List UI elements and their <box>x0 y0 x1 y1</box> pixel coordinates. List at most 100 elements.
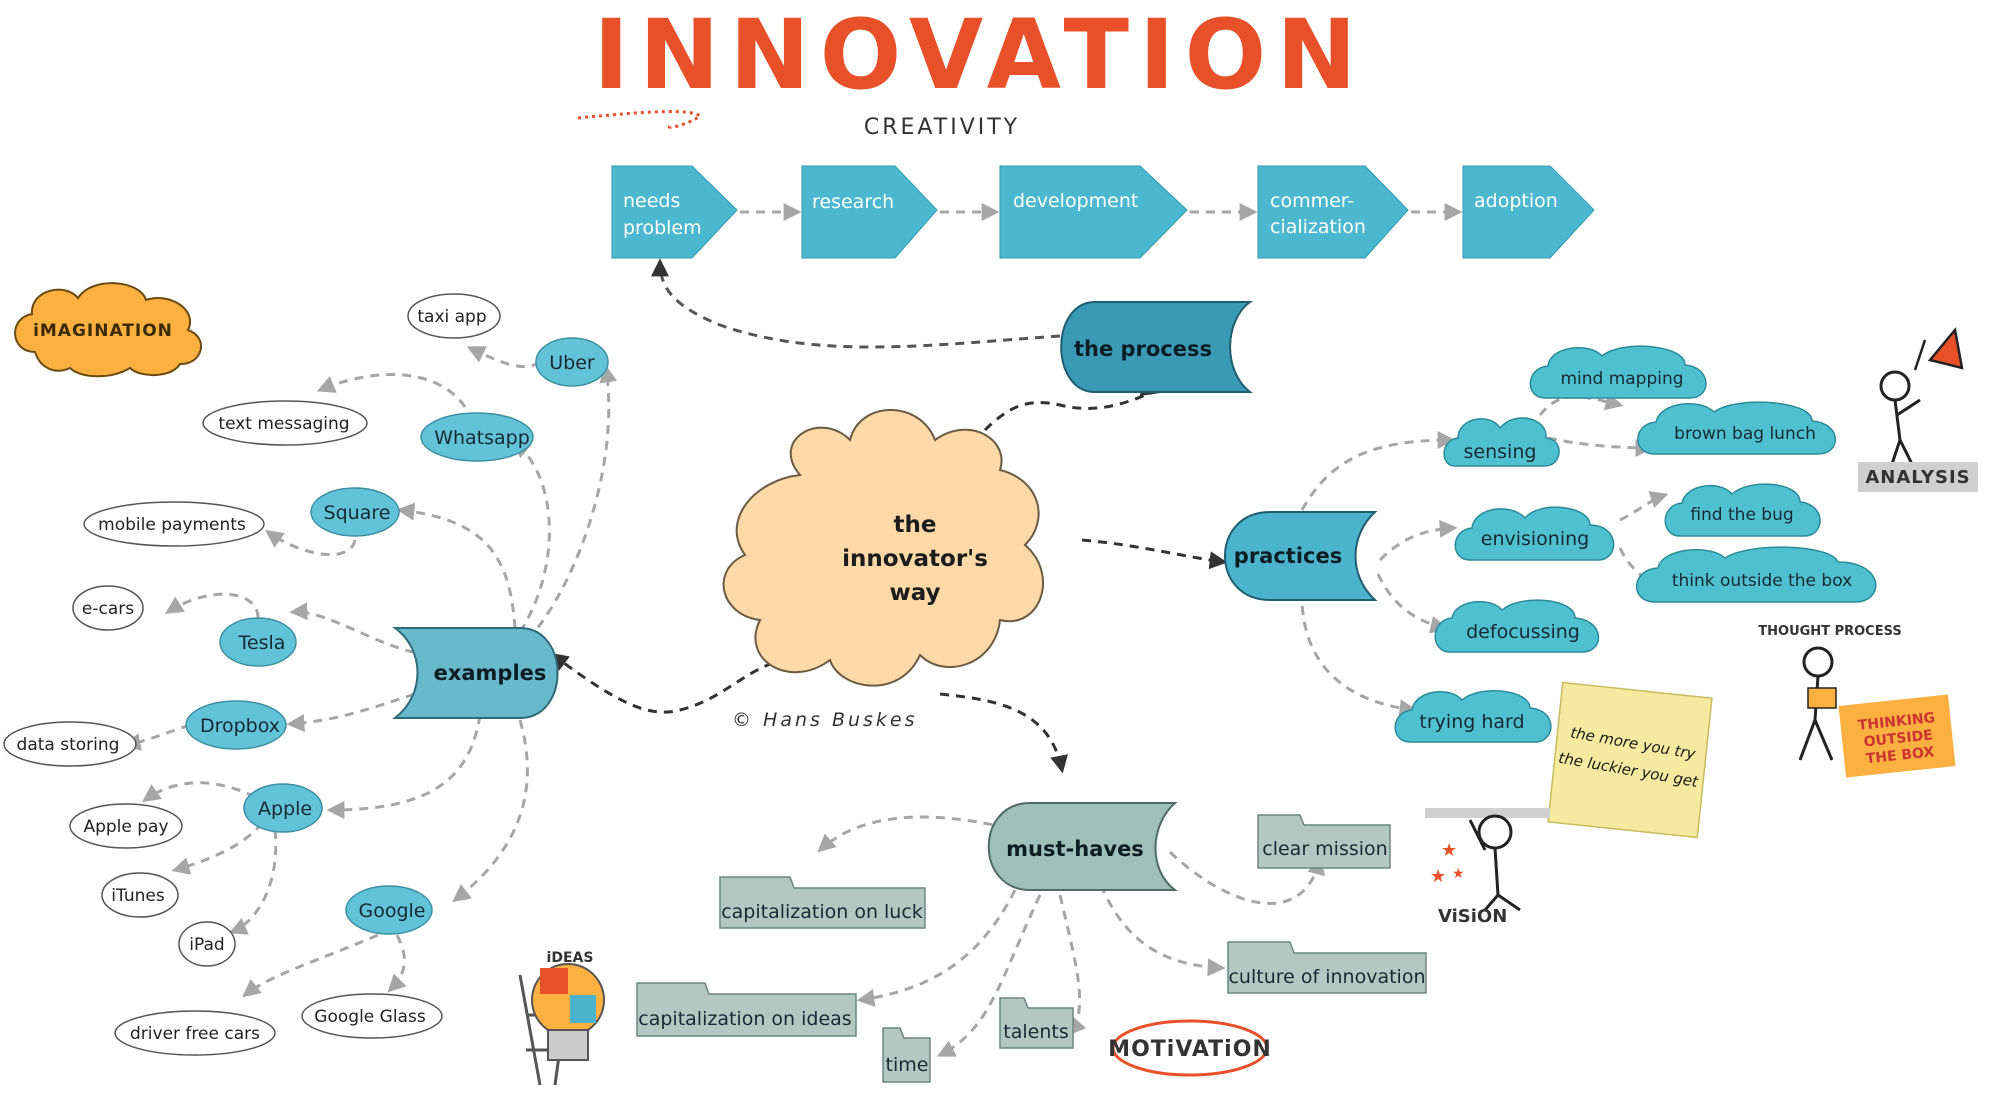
svg-text:commer-: commer- <box>1270 190 1354 212</box>
practice-find-the-bug[interactable]: find the bug <box>1664 483 1821 537</box>
leaf-mobile-payments[interactable]: mobile payments <box>83 501 265 547</box>
hub-label: the process <box>1074 337 1212 361</box>
musthave-label: clear mission <box>1262 838 1387 860</box>
example-tesla[interactable]: Tesla <box>219 617 297 667</box>
leaf-google-glass[interactable]: Google Glass <box>301 993 443 1039</box>
subtitle-creativity: CREATIVITY <box>864 115 1020 140</box>
example-label: Apple <box>258 798 312 820</box>
svg-text:★: ★ <box>1441 840 1457 861</box>
musthave-capitalization-on-ideas[interactable]: capitalization on ideas <box>636 982 857 1037</box>
example-bubbles: Uber Whatsapp Square Tesla Dropbox Apple… <box>185 337 609 935</box>
musthave-label: time <box>886 1054 929 1076</box>
imagination-label: iMAGINATION <box>33 321 173 341</box>
svg-text:THE BOX: THE BOX <box>1865 744 1935 767</box>
musthave-label: capitalization on luck <box>721 901 923 923</box>
ideas-figure: iDEAS <box>518 950 605 1086</box>
practice-clouds: sensing envisioning defocussing trying h… <box>1394 345 1877 743</box>
practice-mind-mapping[interactable]: mind mapping <box>1529 345 1707 399</box>
step-label: commer- <box>1270 190 1354 212</box>
example-square[interactable]: Square <box>310 487 400 537</box>
example-google[interactable]: Google <box>345 885 433 935</box>
leaf-data-storing[interactable]: data storing <box>3 721 137 767</box>
vision-figure: ★ ★ ★ ViSiON <box>1425 808 1550 927</box>
example-uber[interactable]: Uber <box>535 337 609 387</box>
ideas-label: iDEAS <box>547 950 594 966</box>
step-label: problem <box>623 217 702 239</box>
leaf-e-cars[interactable]: e-cars <box>72 585 144 631</box>
page-title: INNOVATION <box>593 0 1366 111</box>
practice-brown-bag-lunch[interactable]: brown bag lunch <box>1637 401 1836 455</box>
leaf-label: e-cars <box>82 599 134 619</box>
leaf-label: Google Glass <box>314 1007 426 1027</box>
hub-the-process[interactable]: the process <box>1060 301 1254 393</box>
leaf-apple-pay[interactable]: Apple pay <box>69 803 183 849</box>
title-underline <box>577 110 703 129</box>
example-label: Whatsapp <box>434 427 530 449</box>
leaf-label: mobile payments <box>98 515 246 535</box>
imagination-cloud: iMAGINATION <box>14 282 202 378</box>
example-label: Dropbox <box>200 715 280 737</box>
process-step-needs-problem[interactable]: needs problem <box>611 165 738 259</box>
leaf-label: text messaging <box>218 414 349 434</box>
leaf-driver-free-cars[interactable]: driver free cars <box>114 1010 276 1056</box>
example-whatsapp[interactable]: Whatsapp <box>420 412 534 462</box>
musthave-clear-mission[interactable]: clear mission <box>1257 814 1391 869</box>
thought-process-label: THOUGHT PROCESS <box>1758 624 1901 639</box>
svg-text:needs: needs <box>623 190 680 212</box>
musthave-talents[interactable]: talents <box>999 997 1074 1049</box>
hub-must-haves[interactable]: must-haves <box>987 802 1179 891</box>
process-step-adoption[interactable]: adoption <box>1462 165 1595 259</box>
step-label: research <box>812 191 894 213</box>
example-label: Google <box>358 900 425 922</box>
svg-text:problem: problem <box>623 217 702 239</box>
practice-think-outside-the-box[interactable]: think outside the box <box>1635 546 1877 603</box>
leaf-label: iTunes <box>111 886 165 906</box>
example-leaves: taxi app text messaging mobile payments … <box>3 293 501 1056</box>
leaf-label: data storing <box>17 735 120 755</box>
example-label: Uber <box>549 352 595 374</box>
practice-sensing[interactable]: sensing <box>1443 417 1560 467</box>
leaf-itunes[interactable]: iTunes <box>101 872 179 918</box>
leaf-text-messaging[interactable]: text messaging <box>202 400 368 446</box>
musthave-capitalization-on-luck[interactable]: capitalization on luck <box>719 876 926 929</box>
step-label: cialization <box>1270 216 1366 238</box>
leaf-label: iPad <box>189 935 224 955</box>
process-step-research[interactable]: research <box>801 165 938 259</box>
leaf-label: Apple pay <box>83 817 168 837</box>
vision-label: ViSiON <box>1438 906 1507 927</box>
practice-sub-label: mind mapping <box>1560 369 1683 389</box>
practice-label: envisioning <box>1481 528 1589 550</box>
leaf-taxi-app[interactable]: taxi app <box>407 293 501 339</box>
center-label-line3: way <box>889 580 940 606</box>
center-label-line2: innovator's <box>842 546 988 572</box>
motivation-sticker: MOTiVATiON <box>1108 1019 1271 1077</box>
analysis-figure: ANALYSIS <box>1858 327 1978 492</box>
process-step-commercialization[interactable]: commer- cialization <box>1257 165 1409 259</box>
hub-label: practices <box>1234 544 1342 568</box>
hub-practices[interactable]: practices <box>1224 511 1378 601</box>
example-apple[interactable]: Apple <box>243 783 323 833</box>
thought-process-figure: THOUGHT PROCESS THINKING OUTSIDE THE BOX <box>1758 624 1956 778</box>
example-label: Tesla <box>238 632 286 654</box>
svg-text:★: ★ <box>1452 866 1465 882</box>
center-cloud[interactable]: the innovator's way <box>722 409 1044 687</box>
sticky-note: the more you try the luckier you get <box>1547 681 1713 839</box>
process-steps: needs problem research development comme… <box>611 165 1595 259</box>
musthave-time[interactable]: time <box>882 1027 931 1083</box>
hub-label: examples <box>434 661 547 685</box>
practice-trying-hard[interactable]: trying hard <box>1394 689 1552 743</box>
musthave-culture-of-innovation[interactable]: culture of innovation <box>1227 941 1427 994</box>
hub-examples[interactable]: examples <box>391 627 559 719</box>
example-label: Square <box>324 502 391 524</box>
center-label-line1: the <box>894 512 937 538</box>
example-dropbox[interactable]: Dropbox <box>185 700 287 750</box>
practice-defocussing[interactable]: defocussing <box>1434 599 1600 653</box>
practice-label: defocussing <box>1466 621 1580 643</box>
musthave-label: capitalization on ideas <box>638 1008 851 1030</box>
title-group: INNOVATION CREATIVITY <box>577 0 1366 140</box>
practice-sub-label: brown bag lunch <box>1674 424 1816 444</box>
practice-envisioning[interactable]: envisioning <box>1454 506 1615 561</box>
process-step-development[interactable]: development <box>999 165 1188 259</box>
svg-text:cialization: cialization <box>1270 216 1366 238</box>
leaf-ipad[interactable]: iPad <box>178 921 236 967</box>
